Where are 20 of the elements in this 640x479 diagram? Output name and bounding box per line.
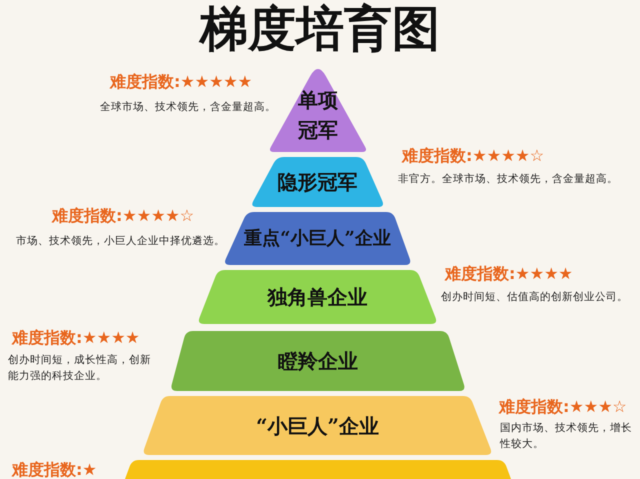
pyramid-tier [125,460,511,479]
pyramid-tier: 瞪羚企业 [170,331,466,391]
pyramid-tier: “小巨人”企业 [142,396,493,455]
description-text: 非官方。全球市场、技术领先，含金量超高。 [398,172,618,187]
pyramid-tier: 独角兽企业 [197,270,438,324]
difficulty-rating: 难度指数:★★★★★ [110,72,252,92]
pyramid-tier: 重点“小巨人”企业 [223,212,412,265]
description-text: 国内市场、技术领先，增长性较大。 [500,421,632,452]
description-text: 全球市场、技术领先，含金量超高。 [100,100,276,115]
difficulty-rating: 难度指数:★★★★ [12,328,140,348]
difficulty-rating: 难度指数:★ [12,460,97,479]
description-text: 创办时间短、估值高的创新创业公司。 [441,290,628,305]
difficulty-rating: 难度指数:★★★☆ [499,397,627,417]
difficulty-rating: 难度指数:★★★★ [445,264,573,284]
description-text: 市场、技术领先，小巨人企业中择优遴选。 [16,234,225,249]
pyramid-tier: 隐形冠军 [250,157,385,207]
difficulty-rating: 难度指数:★★★★☆ [52,206,194,226]
title: 梯度培育图 [198,0,441,58]
description-text: 创办时间短，成长性高，创新能力强的科技企业。 [8,353,152,384]
difficulty-rating: 难度指数:★★★★☆ [402,146,544,166]
